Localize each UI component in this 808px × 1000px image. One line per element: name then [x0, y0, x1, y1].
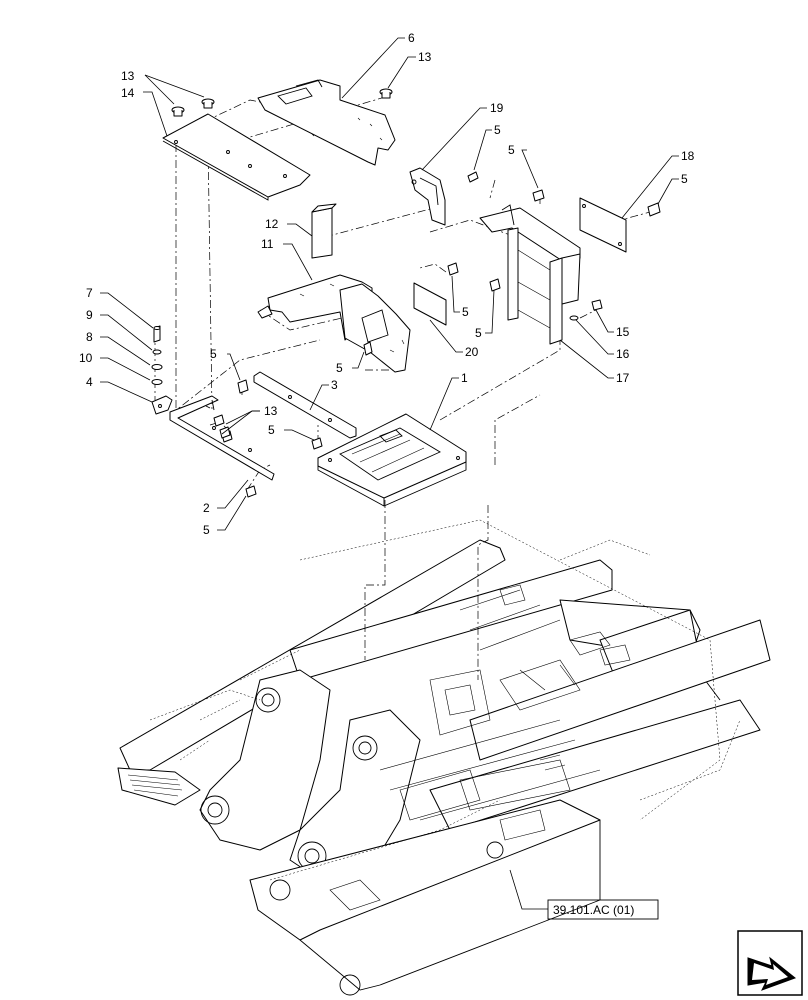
bracket-part-11: [257, 274, 411, 373]
callout-5: 5: [210, 347, 217, 361]
callout-5: 5: [475, 326, 482, 340]
bracket-part-4: [151, 395, 173, 415]
bracket-part-17: [479, 204, 581, 345]
next-page-arrow-icon[interactable]: [737, 930, 803, 996]
frame-plate-part-1: [317, 413, 467, 507]
pad-part-12: [311, 203, 337, 259]
rail-part-2: [169, 395, 275, 481]
callout-15: 15: [616, 325, 630, 339]
bracket-part-19: [409, 167, 446, 226]
rail-part-3: [253, 371, 357, 439]
plate-part-20: [413, 282, 447, 326]
callout-numbers: 13 14 6 13 19 5 5 18 5 12 11 7 9 8 10 4 …: [79, 31, 695, 537]
callout-19: 19: [490, 101, 504, 115]
callout-16: 16: [616, 347, 630, 361]
callout-12: 12: [265, 217, 279, 231]
callout-10: 10: [79, 351, 93, 365]
callout-5: 5: [203, 523, 210, 537]
upper-frame-chassis: [117, 519, 771, 996]
callout-1: 1: [461, 371, 468, 385]
callout-2: 2: [203, 501, 210, 515]
callout-5: 5: [336, 361, 343, 375]
callout-20: 20: [465, 345, 479, 359]
callout-4: 4: [86, 375, 93, 389]
callout-8: 8: [86, 330, 93, 344]
callout-9: 9: [86, 308, 93, 322]
callout-6: 6: [408, 31, 415, 45]
callout-7: 7: [86, 286, 93, 300]
callout-18: 18: [681, 149, 695, 163]
cross-reference-box[interactable]: 39.101.AC (01): [547, 899, 659, 920]
callout-leaders: [100, 37, 679, 910]
bolt-part-13-top: [171, 88, 393, 117]
callout-5: 5: [494, 123, 501, 137]
callout-13: 13: [264, 404, 278, 418]
cover-plate-part-14: [162, 113, 311, 201]
plate-part-18: [579, 197, 627, 253]
callout-11: 11: [261, 237, 274, 251]
callout-5: 5: [508, 143, 515, 157]
callout-13: 13: [418, 50, 432, 64]
callout-17: 17: [616, 371, 630, 385]
bolt-part-5-set: [221, 171, 661, 498]
fastener-stack-7-8-9-10: [151, 325, 163, 385]
callout-5: 5: [268, 423, 275, 437]
cover-plate-part-6: [257, 79, 396, 166]
cross-reference-label[interactable]: 39.101.AC (01): [553, 903, 634, 917]
callout-13: 13: [121, 69, 135, 83]
callout-5: 5: [681, 172, 688, 186]
callout-3: 3: [331, 378, 338, 392]
bolt-part-13-lower: [213, 414, 231, 439]
callout-14: 14: [121, 86, 135, 100]
callout-5: 5: [462, 305, 469, 319]
